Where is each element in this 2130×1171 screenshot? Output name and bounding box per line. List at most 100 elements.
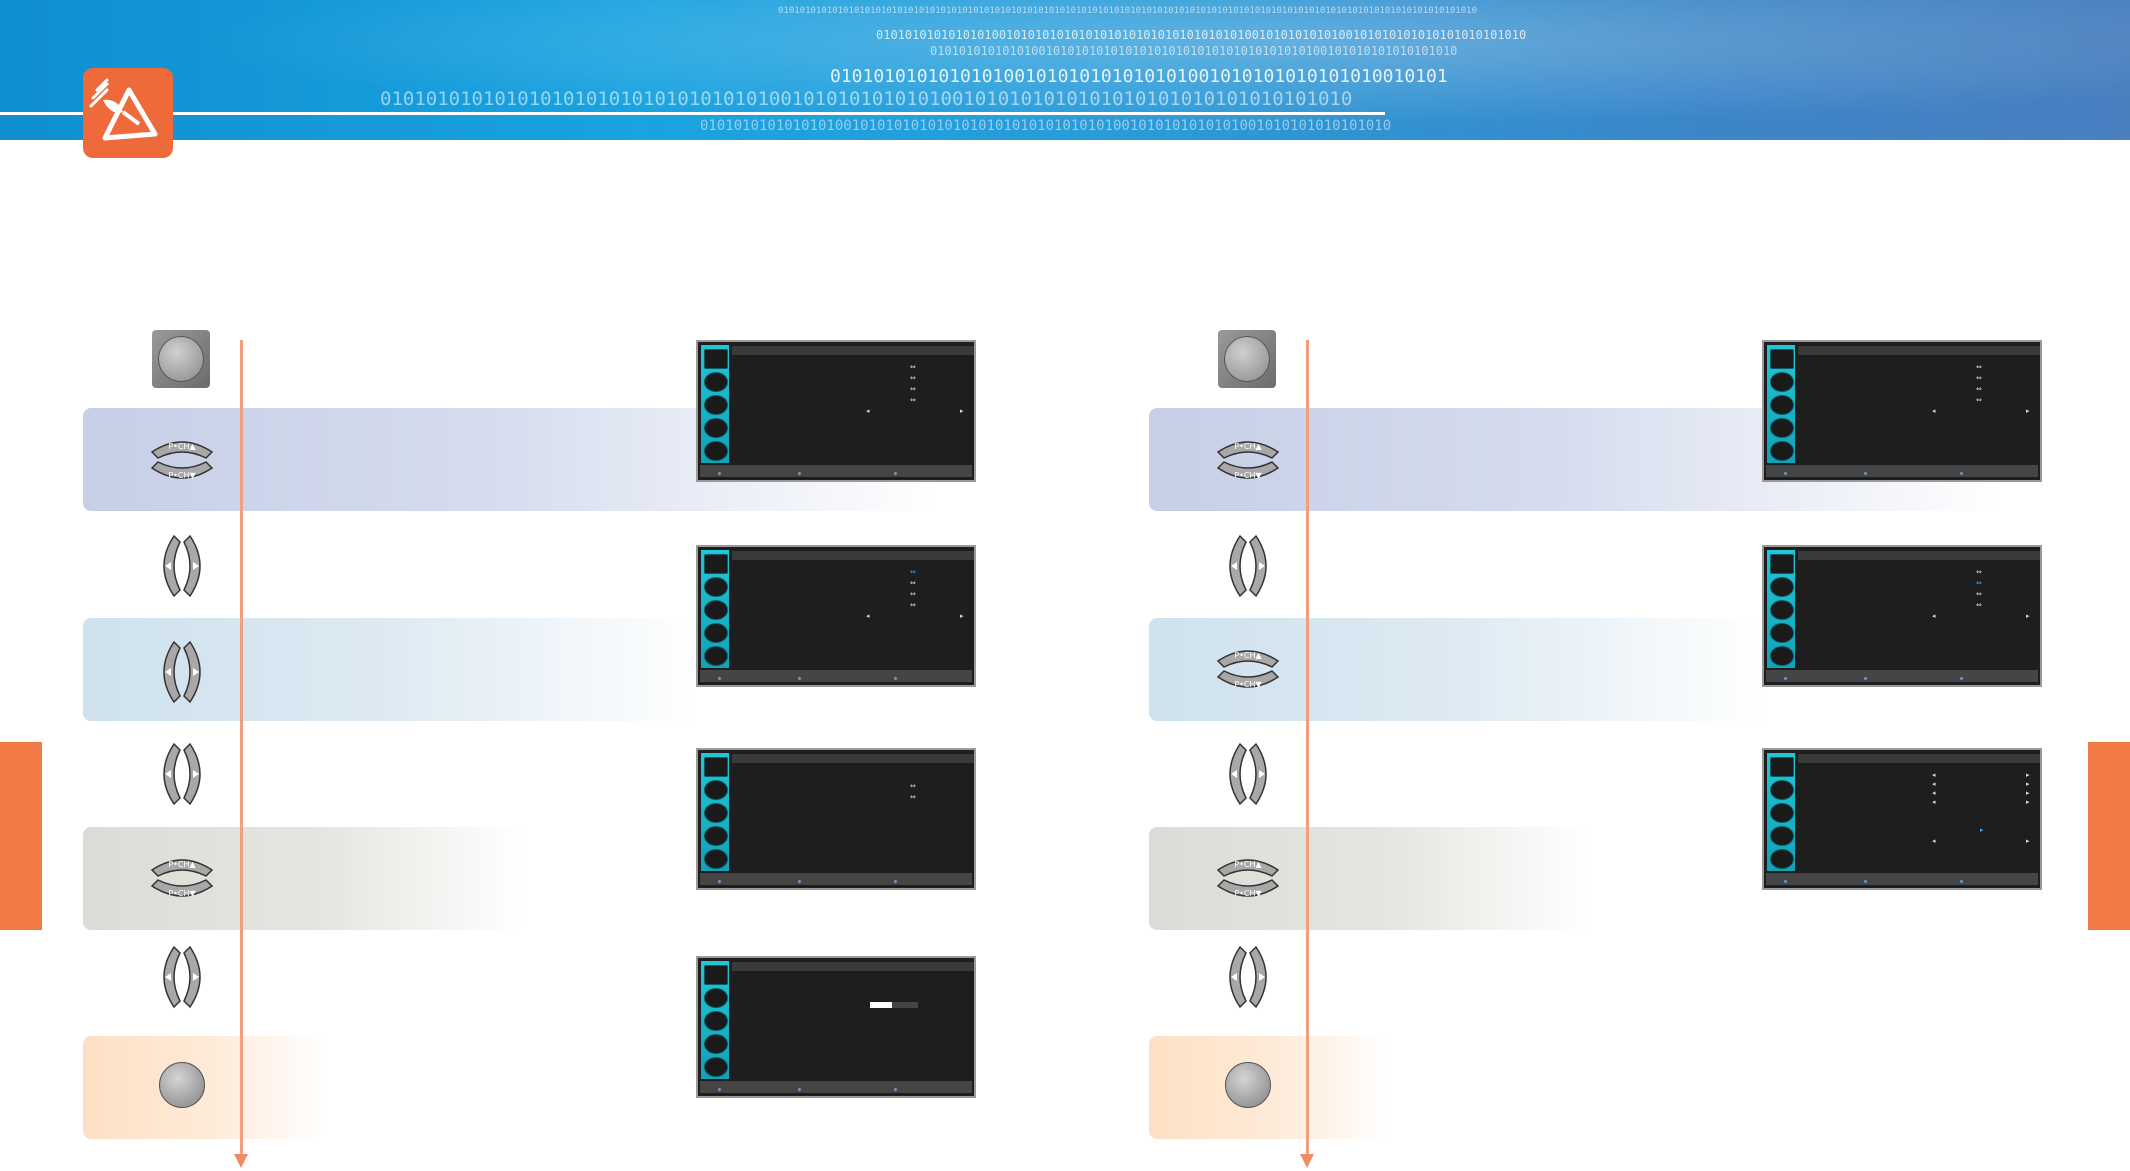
step-band: [1149, 827, 1589, 930]
menu-icon-column: [1767, 753, 1795, 871]
sound-icon: [704, 780, 728, 800]
tv-menu-screen: ⇔ ⇔ ⇔ ⇔ ◂ ▸: [1762, 340, 2042, 482]
picture-icon: [704, 554, 728, 574]
setup-icon: [704, 623, 728, 643]
flow-arrow-head: [234, 1154, 248, 1168]
arrow-left-icon: ◂: [866, 407, 870, 415]
menu-title-bar: [1798, 346, 2040, 355]
enter-button-icon: [1225, 1062, 1271, 1108]
menu-title-bar: [732, 962, 974, 971]
channel-down-label: P•CH▼: [168, 889, 196, 898]
picture-icon: [704, 349, 728, 369]
picture-icon: [1770, 349, 1794, 369]
help-dot: [718, 472, 721, 475]
binary-decoration: 0101010101010101010101010101010101001010…: [380, 88, 1353, 110]
volume-left-right-button-icon: [163, 640, 201, 704]
channel-icon: [1770, 600, 1794, 620]
menu-help-bar: [700, 873, 972, 885]
arrow-right-icon: ▸: [2026, 837, 2030, 845]
help-dot: [718, 1088, 721, 1091]
help-dot: [1864, 677, 1867, 680]
adjust-icon: ⇔: [1976, 568, 1982, 576]
arrow-left-icon: ◂: [1932, 798, 1936, 806]
step-band: [83, 827, 523, 930]
arrow-right-icon: ▸: [1980, 826, 1984, 834]
setup-icon: [1770, 418, 1794, 438]
adjust-icon: ⇔: [910, 374, 916, 382]
menu-title-bar: [732, 346, 974, 355]
help-dot: [1784, 880, 1787, 883]
channel-up-down-button-icon: P•CH▲ P•CH▼: [1216, 441, 1280, 480]
arrow-left-icon: ◂: [1932, 837, 1936, 845]
timer-icon: [704, 849, 728, 869]
arrow-right-icon: ▸: [960, 612, 964, 620]
binary-decoration: 0101010101010101001010101010101010010101…: [830, 66, 1448, 87]
sound-icon: [704, 577, 728, 597]
menu-help-bar: [700, 465, 972, 477]
menu-help-bar: [1766, 465, 2038, 477]
arrow-right-icon: ▸: [960, 407, 964, 415]
banner-rule: [0, 112, 1385, 115]
menu-help-bar: [1766, 873, 2038, 885]
timer-icon: [704, 441, 728, 461]
binary-decoration: 0101010101010101010101010101010101010101…: [778, 6, 1477, 16]
adjust-icon: ⇔: [1976, 374, 1982, 382]
adjust-icon: ⇔: [910, 590, 916, 598]
timer-icon: [1770, 849, 1794, 869]
satellite-dish-icon: [83, 68, 173, 158]
arrow-right-icon: ▸: [2026, 798, 2030, 806]
menu-icon-column: [701, 961, 729, 1079]
channel-up-label: P•CH▲: [168, 860, 196, 869]
binary-decoration: 0101010101010101001010101010101010101010…: [876, 28, 1527, 42]
volume-left-right-button-icon: [163, 742, 201, 806]
tv-menu-screen: ◂ ▸ ◂ ▸ ◂ ▸ ◂ ▸ ▸ ◂ ▸: [1762, 748, 2042, 890]
setup-icon: [1770, 826, 1794, 846]
section-tab-left: [0, 742, 42, 930]
sound-icon: [1770, 780, 1794, 800]
menu-title-bar: [1798, 754, 2040, 763]
timer-icon: [704, 1057, 728, 1077]
enter-button-icon: [159, 1062, 205, 1108]
header-banner: 0101010101010101010101010101010101010101…: [0, 0, 2130, 140]
channel-icon: [704, 803, 728, 823]
channel-down-label: P•CH▼: [168, 471, 196, 480]
help-dot: [894, 677, 897, 680]
timer-icon: [1770, 441, 1794, 461]
adjust-icon: ⇔: [1976, 363, 1982, 371]
menu-help-bar: [700, 1081, 972, 1093]
help-dot: [718, 880, 721, 883]
sound-icon: [704, 988, 728, 1008]
arrow-left-icon: ◂: [866, 612, 870, 620]
channel-icon: [704, 395, 728, 415]
help-dot: [894, 880, 897, 883]
help-dot: [1784, 677, 1787, 680]
progress-slider: [870, 1002, 918, 1008]
menu-button-icon: [1218, 330, 1276, 388]
volume-left-right-button-icon: [163, 945, 201, 1009]
setup-icon: [704, 418, 728, 438]
adjust-icon: ⇔: [910, 568, 916, 576]
timer-icon: [1770, 646, 1794, 666]
adjust-icon: ⇔: [1976, 385, 1982, 393]
adjust-icon: ⇔: [910, 601, 916, 609]
menu-icon-column: [1767, 345, 1795, 463]
help-dot: [1784, 472, 1787, 475]
help-dot: [1864, 472, 1867, 475]
channel-up-down-button-icon: P•CH▲ P•CH▼: [1216, 650, 1280, 689]
flow-arrow-line: [240, 340, 243, 1160]
adjust-icon: ⇔: [1976, 601, 1982, 609]
menu-icon-column: [701, 753, 729, 871]
adjust-icon: ⇔: [910, 579, 916, 587]
menu-icon-column: [701, 550, 729, 668]
channel-down-label: P•CH▼: [1234, 471, 1262, 480]
help-dot: [894, 1088, 897, 1091]
arrow-left-icon: ◂: [1932, 771, 1936, 779]
sound-icon: [1770, 577, 1794, 597]
channel-icon: [1770, 395, 1794, 415]
menu-help-bar: [1766, 670, 2038, 682]
setup-icon: [704, 1034, 728, 1054]
menu-title-bar: [1798, 551, 2040, 560]
channel-up-label: P•CH▲: [1234, 442, 1262, 451]
channel-up-label: P•CH▲: [1234, 860, 1262, 869]
adjust-icon: ⇔: [1976, 579, 1982, 587]
